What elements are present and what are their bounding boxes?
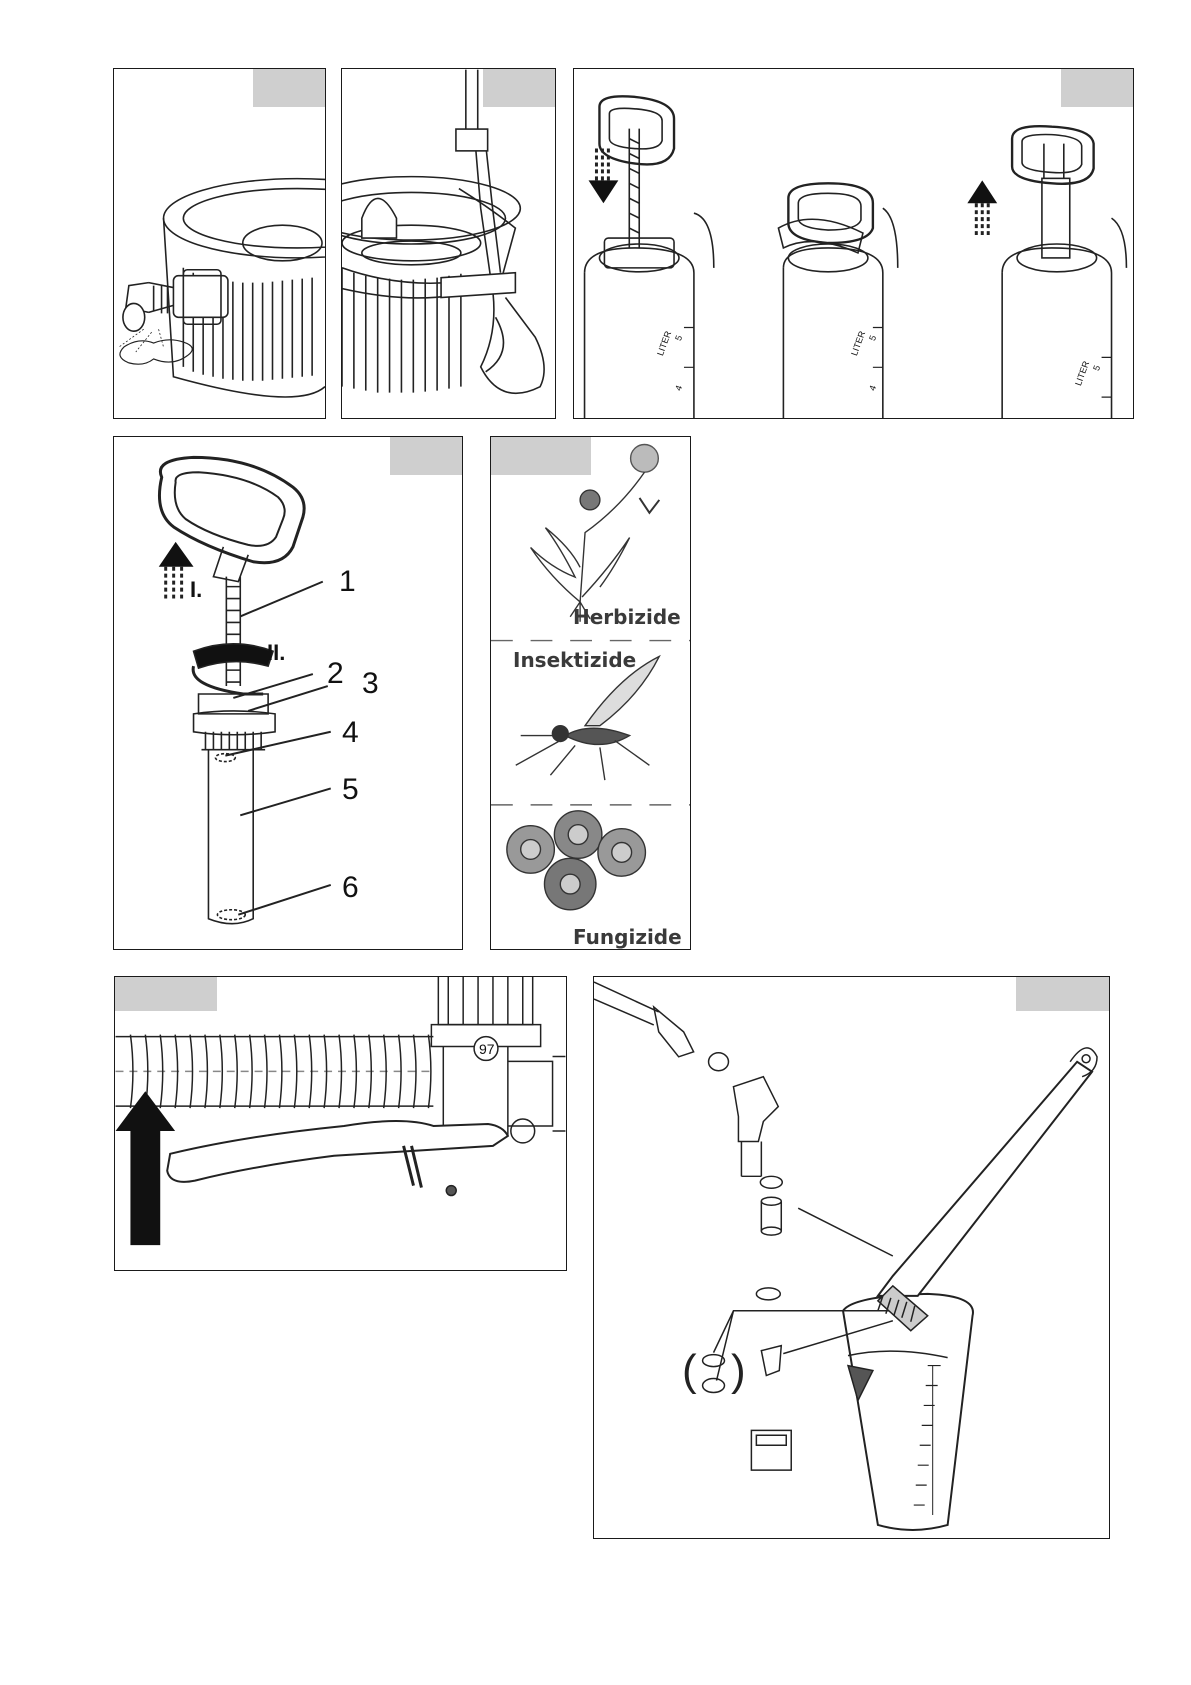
fungus-icon [507, 811, 646, 910]
nozzle-icon [114, 69, 325, 418]
figure-3-panel: LITER 5 4 LITER 5 4 LITER 5 [573, 68, 1134, 419]
step-label-2: II. [267, 642, 285, 664]
brush-icon [878, 1048, 1097, 1331]
paren-close: ) [731, 1349, 746, 1393]
step-label-1: I. [190, 579, 202, 601]
part-label-1: 1 [339, 567, 356, 597]
figure-2-panel [341, 68, 556, 419]
paren-open: ( [682, 1349, 697, 1393]
dandelion-icon [531, 444, 660, 621]
pump-parts-drawing [114, 437, 462, 949]
strap-icon [342, 69, 555, 418]
pressure-badge: 97 [479, 1042, 495, 1056]
fly-icon [516, 656, 660, 780]
cleaning-drawing [594, 977, 1109, 1538]
figure-7-panel: ( ) [593, 976, 1110, 1539]
arrow-up-icon [967, 180, 997, 238]
figure-1-panel [113, 68, 326, 419]
hose-icon [115, 977, 566, 1270]
part-label-2: 2 [327, 659, 344, 689]
figure-5-panel: Herbizide Insektizide Fungizide [490, 436, 691, 950]
category-herbicide: Herbizide [573, 607, 681, 627]
arrow-up-icon [116, 1091, 176, 1245]
part-label-3: 3 [362, 669, 379, 699]
part-label-6: 6 [342, 873, 359, 903]
category-fungicide: Fungizide [573, 927, 682, 947]
pump-handle-icon [574, 69, 1133, 418]
figure-6-panel: 97 [114, 976, 567, 1271]
part-label-4: 4 [342, 718, 359, 748]
category-insecticide: Insektizide [513, 650, 636, 670]
pest-drawings [491, 437, 690, 949]
part-label-5: 5 [342, 775, 359, 805]
figure-4-panel: 1 2 3 4 5 6 I. II. [113, 436, 463, 950]
arrow-down-icon [589, 149, 619, 204]
